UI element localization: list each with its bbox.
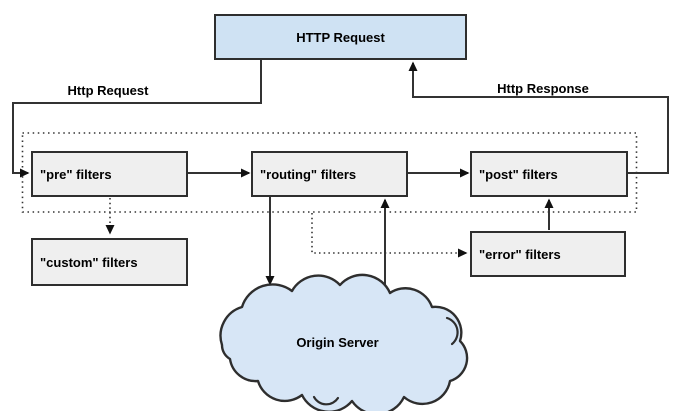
node-routing-filters: "routing" filters <box>251 151 408 197</box>
cloud-curl-right <box>445 316 459 346</box>
node-error-filters: "error" filters <box>470 231 626 277</box>
node-custom-filters: "custom" filters <box>31 238 188 286</box>
node-error-filters-label: "error" filters <box>479 246 561 262</box>
edge-boundary-to-error-dotted <box>311 213 468 258</box>
edge-http-request-to-pre <box>12 58 262 178</box>
edge-post-to-http-request <box>408 61 669 174</box>
http-response-edge-label: Http Response <box>497 81 589 96</box>
origin-server-cloud <box>219 273 469 411</box>
cloud-curl-bottom <box>312 395 340 406</box>
node-post-filters-label: "post" filters <box>479 166 558 182</box>
node-http-request: HTTP Request <box>214 14 467 60</box>
node-routing-filters-label: "routing" filters <box>260 166 357 182</box>
origin-server-label: Origin Server <box>296 335 379 350</box>
node-pre-filters-label: "pre" filters <box>40 166 112 182</box>
node-post-filters: "post" filters <box>470 151 628 197</box>
http-request-edge-label: Http Request <box>67 83 149 98</box>
node-pre-filters: "pre" filters <box>31 151 188 197</box>
node-custom-filters-label: "custom" filters <box>40 254 138 270</box>
node-http-request-label: HTTP Request <box>296 29 385 45</box>
